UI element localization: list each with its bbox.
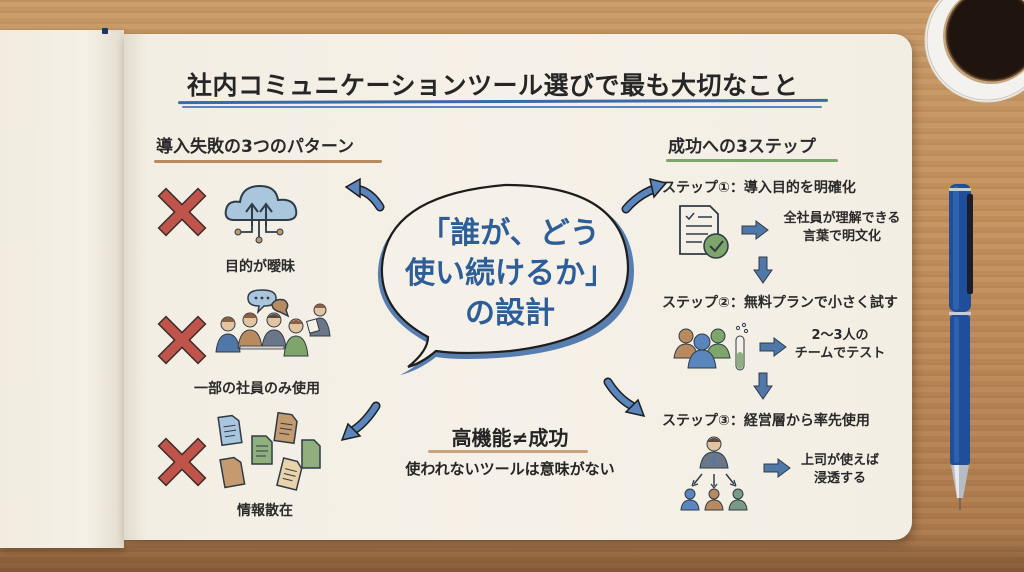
center-subline: 使われないツールは意味がない (405, 460, 615, 478)
coffee-cup-icon (924, 0, 1024, 103)
center-headline: 高機能≠成功 (451, 426, 569, 450)
bubble-message: 「誰が、どう 使い続けるか」 の設計 (400, 214, 620, 334)
arrow-down-right-icon (603, 377, 646, 418)
bubble-line-1: 「誰が、どう (420, 216, 600, 251)
arrow-down-icon (753, 372, 773, 400)
steps-heading: 成功への3ステップ (668, 137, 816, 157)
checklist-document-icon (679, 205, 729, 259)
step-1-desc-line-1: 全社員が理解できる (783, 211, 901, 226)
step-2-desc-line-1: 2〜3人の (811, 328, 869, 343)
arrow-up-left-icon (344, 177, 385, 212)
arrow-down-icon (753, 256, 773, 284)
arrow-right-icon (759, 337, 787, 357)
arrow-up-right-icon (621, 177, 668, 214)
bubble-line-2: 使い続けるか」 (405, 256, 615, 291)
scattered-documents-icon (217, 411, 321, 491)
x-mark-icon (157, 315, 207, 365)
speech-bubble (377, 183, 634, 375)
team-test-tube-icon (673, 322, 749, 371)
failure-label-1: 目的が曖昧 (225, 259, 295, 275)
title-underline-2 (182, 106, 822, 108)
failures-underline (154, 160, 382, 163)
meeting-people-icon (215, 289, 331, 357)
step-3-desc-line-2: 浸透する (813, 471, 866, 486)
bookmark-ribbon (102, 28, 108, 34)
failure-label-2: 一部の社員のみ使用 (194, 381, 320, 397)
x-mark-icon (157, 187, 207, 237)
step-3-desc-line-1: 上司が使えば (800, 453, 879, 468)
manager-hierarchy-icon (680, 436, 748, 511)
page-title: 社内コミュニケーションツール選びで最も大切なこと (187, 71, 799, 100)
notebook-left-page (0, 30, 124, 548)
pen-icon (949, 184, 973, 510)
bubble-line-3: の設計 (465, 296, 555, 331)
cloud-upload-icon (224, 184, 298, 244)
step-2-title: ステップ②：無料プランで小さく試す (662, 295, 898, 311)
failures-heading: 導入失敗の3つのパターン (156, 137, 354, 157)
failure-label-3: 情報散在 (237, 503, 293, 519)
step-1-title: ステップ①：導入目的を明確化 (662, 180, 856, 196)
x-mark-icon (157, 437, 207, 487)
arrow-right-icon (741, 220, 769, 240)
step-3-desc: 上司が使えば 浸透する (790, 452, 890, 488)
step-1-desc: 全社員が理解できる 言葉で明文化 (772, 210, 912, 246)
step-2-desc-line-2: チームでテスト (794, 346, 886, 361)
arrow-right-icon (763, 458, 791, 478)
step-1-desc-line-2: 言葉で明文化 (802, 229, 881, 244)
step-2-desc: 2〜3人の チームでテスト (785, 327, 895, 363)
arrow-down-left-icon (340, 401, 381, 442)
steps-underline (666, 159, 838, 162)
headline-underline (428, 450, 588, 453)
step-3-title: ステップ③：経営層から率先使用 (662, 413, 870, 429)
